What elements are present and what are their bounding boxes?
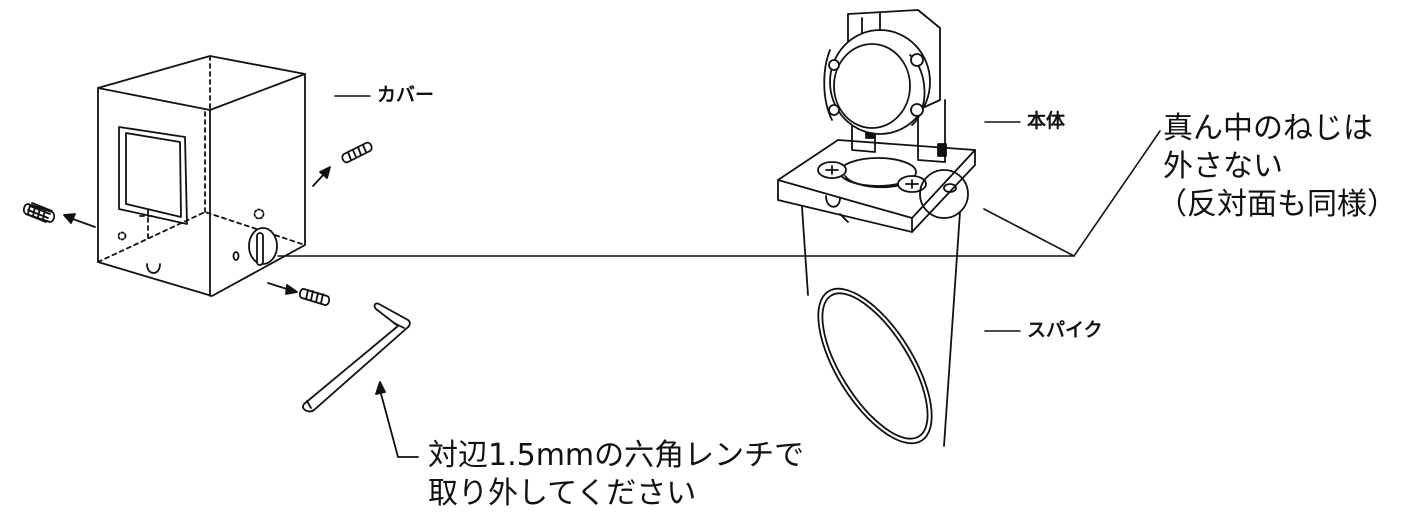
hex-wrench xyxy=(302,302,411,413)
label-body: 本体 xyxy=(1027,110,1066,132)
note-center-screw-line-2: 外さない xyxy=(1163,149,1283,184)
label-spike: スパイク xyxy=(1027,319,1103,341)
cover-illustration xyxy=(97,55,306,297)
note-wrench: 対辺1.5mmの六角レンチで 取り外してください xyxy=(428,437,804,513)
note-center-screw-line-1: 真ん中のねじは xyxy=(1163,111,1373,146)
set-screw-left xyxy=(22,202,56,223)
note-wrench-line-1: 対辺1.5mmの六角レンチで xyxy=(428,438,805,473)
main-body-illustration xyxy=(777,9,976,447)
arrow-upper-right xyxy=(312,166,331,187)
arrow-lower-right xyxy=(267,282,298,295)
arrow-left xyxy=(63,213,96,228)
set-screw-upper-right xyxy=(341,141,373,164)
note-center-screw: 真ん中のねじは 外さない （反対面も同様） xyxy=(1157,110,1397,224)
set-screw-lower-right xyxy=(298,288,331,306)
wrench-pointer-arrow xyxy=(375,381,419,458)
note-wrench-line-2: 取り外してください xyxy=(428,476,697,511)
label-cover: カバー xyxy=(377,84,435,106)
leader-lines xyxy=(277,95,1161,332)
leader-center-screw-up xyxy=(1073,130,1161,257)
leader-center-screw-to-body xyxy=(983,208,1075,257)
note-center-screw-line-3: （反対面も同様） xyxy=(1157,187,1397,222)
